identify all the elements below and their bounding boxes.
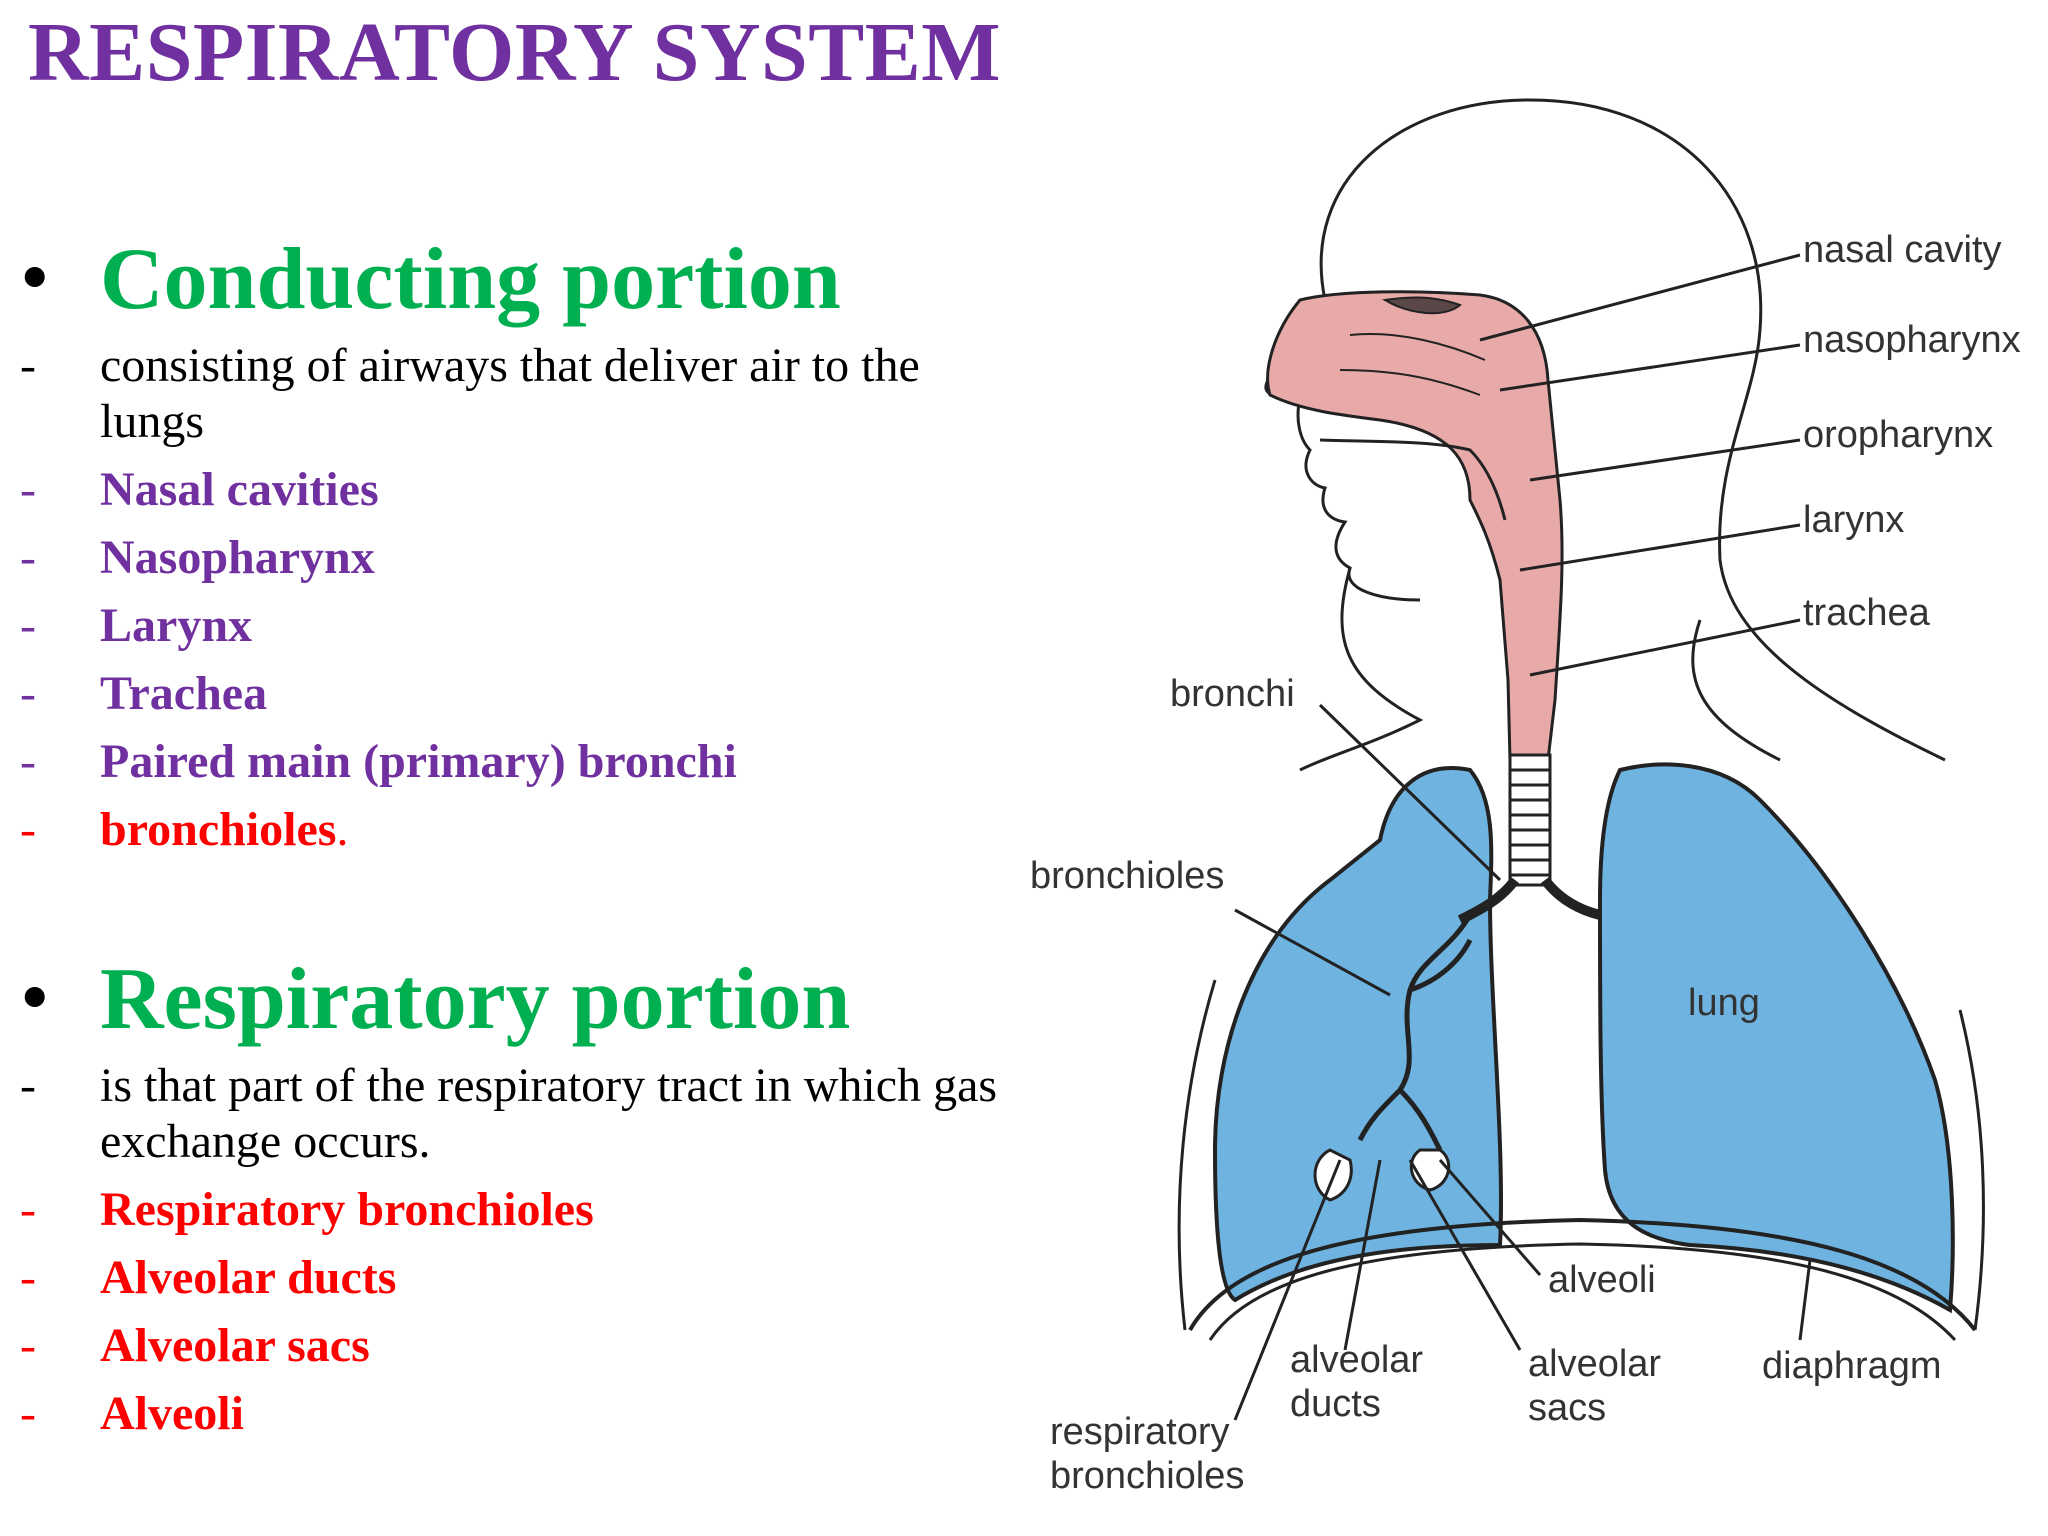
bronchiole-tree — [1357, 913, 1473, 1152]
label-bronchi: bronchi — [1170, 673, 1295, 715]
chest-wall — [1177, 979, 1217, 1331]
respiratory-system-diagram: nasal cavity nasopharynx oropharynx lary… — [1030, 98, 2021, 1497]
list-item-text: Paired main (primary) bronchi — [100, 735, 737, 788]
leader-larynx — [1519, 523, 1801, 572]
label-alveolar-ducts-line2: ducts — [1290, 1383, 1381, 1425]
label-respiratory-bronchioles-line1: respiratory — [1050, 1411, 1230, 1453]
leader-nasopharynx — [1499, 343, 1801, 392]
dash-icon: - — [20, 599, 36, 652]
main-bronchi — [1457, 876, 1602, 925]
list-item-text: Nasopharynx — [100, 531, 375, 584]
label-diaphragm: diaphragm — [1762, 1345, 1942, 1387]
dash-icon: - — [20, 1387, 36, 1440]
list-item: - Paired main (primary) bronchi — [0, 734, 1000, 790]
label-alveolar-sacs-line1: alveolar — [1528, 1343, 1661, 1385]
list-item-text: Alveolar sacs — [100, 1319, 370, 1372]
list-item-text: Trachea — [100, 667, 268, 720]
dash-icon: - — [20, 1251, 36, 1304]
list-item: - Alveolar ducts — [0, 1250, 1000, 1306]
label-respiratory-bronchioles-line2: bronchioles — [1050, 1455, 1244, 1497]
label-alveolar-sacs-line2: sacs — [1528, 1387, 1606, 1429]
label-alveoli: alveoli — [1548, 1259, 1656, 1301]
list-item-text: Nasal cavities — [100, 463, 379, 516]
palate-outline — [1319, 438, 1507, 521]
respiratory-section: • Respiratory portion - is that part of … — [0, 948, 1000, 1442]
list-item-text: Larynx — [100, 599, 253, 652]
respiratory-description: - is that part of the respiratory tract … — [0, 1058, 1000, 1170]
leader-alveolar-sacs — [1408, 1159, 1522, 1351]
dash-icon: - — [20, 1059, 36, 1112]
dash-icon: - — [20, 339, 36, 392]
leader-diaphragm — [1798, 1259, 1812, 1341]
list-item-suffix: . — [336, 803, 349, 856]
dash-icon: - — [20, 803, 36, 856]
conducting-heading: • Conducting portion — [0, 228, 1000, 338]
leader-trachea — [1529, 618, 1801, 677]
respiratory-heading-text: Respiratory portion — [100, 951, 851, 1048]
dash-icon: - — [20, 531, 36, 584]
label-oropharynx: oropharynx — [1803, 414, 1993, 456]
dash-icon: - — [20, 667, 36, 720]
conducting-heading-text: Conducting portion — [100, 231, 841, 328]
list-item: - Alveoli — [0, 1386, 1000, 1442]
leader-respiratory-bronchioles — [1233, 1159, 1342, 1421]
slide-title: RESPIRATORY SYSTEM — [28, 6, 1002, 99]
conducting-section: • Conducting portion - consisting of air… — [0, 228, 1000, 858]
nasal-cavity-shape — [1266, 290, 1564, 762]
dash-icon: - — [20, 1183, 36, 1236]
bullet-icon: • — [20, 231, 50, 324]
throat-outline — [1691, 619, 1781, 762]
diaphragm-shape — [1208, 1242, 1957, 1342]
label-nasal-cavity: nasal cavity — [1803, 229, 2002, 271]
conducting-description: - consisting of airways that deliver air… — [0, 338, 1000, 450]
list-item-text: bronchioles — [100, 803, 337, 856]
right-lung — [1597, 762, 1955, 1314]
diaphragm-shape — [1188, 1217, 1977, 1332]
list-item-text: Respiratory bronchioles — [100, 1183, 594, 1236]
label-alveolar-ducts-line1: alveolar — [1290, 1339, 1423, 1381]
leader-lines — [1233, 253, 1812, 1421]
leader-oropharynx — [1529, 438, 1801, 482]
nasal-turbinate — [1349, 333, 1486, 361]
list-item: - Larynx — [0, 598, 1000, 654]
label-trachea: trachea — [1803, 592, 1931, 634]
bullet-icon: • — [20, 951, 50, 1044]
label-larynx: larynx — [1803, 499, 1904, 541]
respiratory-heading: • Respiratory portion — [0, 948, 1000, 1058]
leader-nasal-cavity — [1479, 253, 1801, 342]
trachea-rings — [1508, 753, 1552, 887]
list-item: - Alveolar sacs — [0, 1318, 1000, 1374]
label-nasopharynx: nasopharynx — [1803, 319, 2021, 361]
leader-bronchi — [1318, 703, 1502, 882]
dash-icon: - — [20, 463, 36, 516]
label-lung: lung — [1688, 982, 1760, 1024]
nasal-turbinate — [1382, 296, 1462, 315]
list-item: - Respiratory bronchioles — [0, 1182, 1000, 1238]
leader-alveolar-ducts — [1343, 1159, 1382, 1351]
nasal-turbinate — [1339, 369, 1481, 396]
list-item: - Trachea — [0, 666, 1000, 722]
chest-wall — [1958, 1009, 1985, 1331]
list-item: - bronchioles. — [0, 802, 1000, 858]
list-item-text: Alveolar ducts — [100, 1251, 397, 1304]
list-item-text: Alveoli — [100, 1387, 244, 1440]
dash-icon: - — [20, 1319, 36, 1372]
neck-outline — [1299, 567, 1424, 772]
label-bronchioles: bronchioles — [1030, 855, 1224, 897]
list-item: - Nasal cavities — [0, 462, 1000, 518]
dash-icon: - — [20, 735, 36, 788]
leader-bronchioles — [1234, 908, 1391, 997]
left-lung — [1212, 766, 1504, 1303]
list-item: - Nasopharynx — [0, 530, 1000, 586]
conducting-description-text: consisting of airways that deliver air t… — [100, 339, 920, 448]
leader-alveoli — [1438, 1159, 1542, 1276]
respiratory-description-text: is that part of the respiratory tract in… — [100, 1059, 998, 1168]
